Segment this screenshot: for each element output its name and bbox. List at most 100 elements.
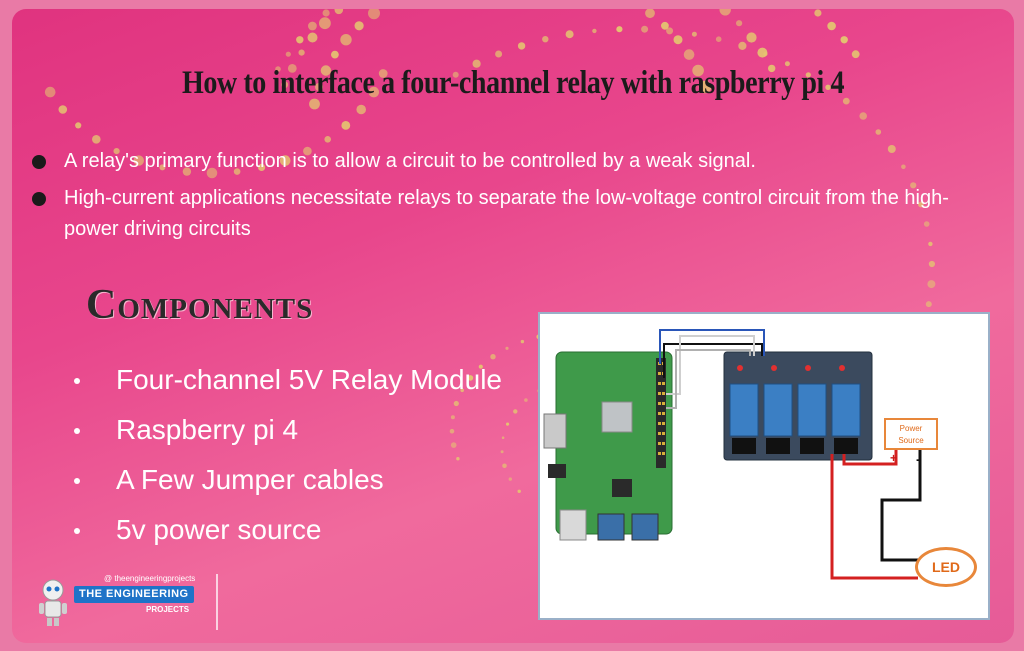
decor-dot <box>887 145 896 153</box>
decor-dot <box>182 167 192 176</box>
decor-dot <box>859 112 867 120</box>
decor-dot <box>334 9 344 15</box>
wire-gray-2 <box>666 349 751 409</box>
decor-dot <box>58 105 68 114</box>
circuit-illustration <box>543 329 922 580</box>
logo-handle: @ theengineeringprojects <box>104 574 196 583</box>
decor-dot <box>692 64 704 77</box>
plus-terminal-label: + <box>890 451 898 465</box>
decor-dot <box>768 64 776 73</box>
component-item: A Few Jumper cables <box>68 460 502 510</box>
decor-dot <box>805 72 811 78</box>
component-text: 5v power source <box>116 514 322 545</box>
decor-dot <box>159 164 166 171</box>
decor-dot <box>505 346 509 350</box>
wire-black <box>663 343 763 378</box>
relay-blocks <box>729 383 861 437</box>
minus-terminal-label: - <box>916 451 921 467</box>
decor-dot <box>285 51 291 57</box>
bullet-text: High-current applications necessitate re… <box>64 187 949 240</box>
decor-dot <box>616 26 623 33</box>
decor-dot <box>307 32 318 43</box>
decor-dot <box>827 21 836 31</box>
bullet-dot-icon <box>74 528 80 534</box>
decor-dot <box>331 50 339 59</box>
decor-dot <box>378 69 388 78</box>
bullet-dot-icon <box>74 478 80 484</box>
decor-dot <box>925 301 932 308</box>
usb-port-2 <box>631 513 659 541</box>
slide-card: How to interface a four-channel relay wi… <box>12 9 1014 643</box>
decor-dot <box>309 98 320 110</box>
bullet-dot-icon <box>32 192 46 206</box>
decor-dot <box>258 163 266 171</box>
decor-dot <box>478 364 483 369</box>
decor-dot <box>645 9 655 19</box>
decor-dot <box>738 41 747 51</box>
usb-port-1 <box>597 513 625 541</box>
ethernet-port <box>559 509 587 541</box>
decor-dot <box>341 121 351 130</box>
cpu-chip <box>601 401 633 433</box>
decor-dot <box>927 280 936 289</box>
decor-dot <box>746 32 757 43</box>
decor-dot <box>661 21 669 30</box>
wire-black-power-to-led <box>880 450 922 562</box>
decor-dot <box>719 9 731 16</box>
bullet-item: High-current applications necessitate re… <box>28 183 998 245</box>
component-item: Four-channel 5V Relay Module <box>68 360 502 410</box>
components-heading: Components <box>86 282 314 328</box>
logo-subtitle: PROJECTS <box>146 605 190 614</box>
decor-dot <box>354 21 364 31</box>
decor-dot <box>133 155 144 166</box>
decor-dot <box>641 25 649 33</box>
wire-red-relay-to-power <box>842 450 898 466</box>
brand-logo: @ theengineeringprojects THE ENGINEERING… <box>34 572 224 632</box>
decor-dot <box>875 129 882 135</box>
bullet-list: A relay's primary function is to allow a… <box>28 146 998 251</box>
gpio-pins <box>658 362 665 455</box>
relay-leds <box>737 365 845 371</box>
bullet-item: A relay's primary function is to allow a… <box>28 146 998 177</box>
bullet-dot-icon <box>74 378 80 384</box>
decor-dot <box>784 61 790 67</box>
component-item: 5v power source <box>68 510 502 560</box>
decor-dot <box>691 31 697 37</box>
relay-terminals <box>732 438 858 454</box>
decor-dot <box>698 80 712 94</box>
decor-dot <box>449 428 455 434</box>
decor-dot <box>508 477 512 481</box>
decor-dot <box>368 9 380 20</box>
decor-dot <box>281 81 289 89</box>
decor-dot <box>275 66 281 72</box>
decor-dot <box>520 339 525 344</box>
decor-dot <box>517 489 521 493</box>
ram-chip <box>612 479 632 497</box>
component-text: Four-channel 5V Relay Module <box>116 364 502 395</box>
logo-divider <box>216 574 218 630</box>
wire-blue <box>659 329 765 364</box>
power-source-box: Power Source <box>884 418 938 450</box>
decor-dot <box>928 260 936 268</box>
decor-dot <box>320 65 332 76</box>
bullet-dot-icon <box>32 155 46 169</box>
decor-dot <box>287 64 297 73</box>
decor-dot <box>840 36 848 44</box>
decor-dot <box>75 122 82 129</box>
decor-dot <box>92 135 101 144</box>
decor-dot <box>322 9 330 17</box>
decor-dot <box>324 136 332 143</box>
decor-dot <box>453 400 459 407</box>
usb-c-port <box>543 413 567 449</box>
decor-dot <box>736 20 743 27</box>
decor-dot <box>296 36 304 44</box>
decor-dot <box>308 21 317 31</box>
decor-dot <box>851 50 860 59</box>
decor-dot <box>901 164 906 170</box>
decor-dot <box>319 17 331 30</box>
decor-dot <box>524 398 528 402</box>
decor-dot <box>450 415 455 420</box>
wiring-diagram: Power Source + - LED <box>538 312 990 620</box>
decor-dot <box>565 30 574 39</box>
